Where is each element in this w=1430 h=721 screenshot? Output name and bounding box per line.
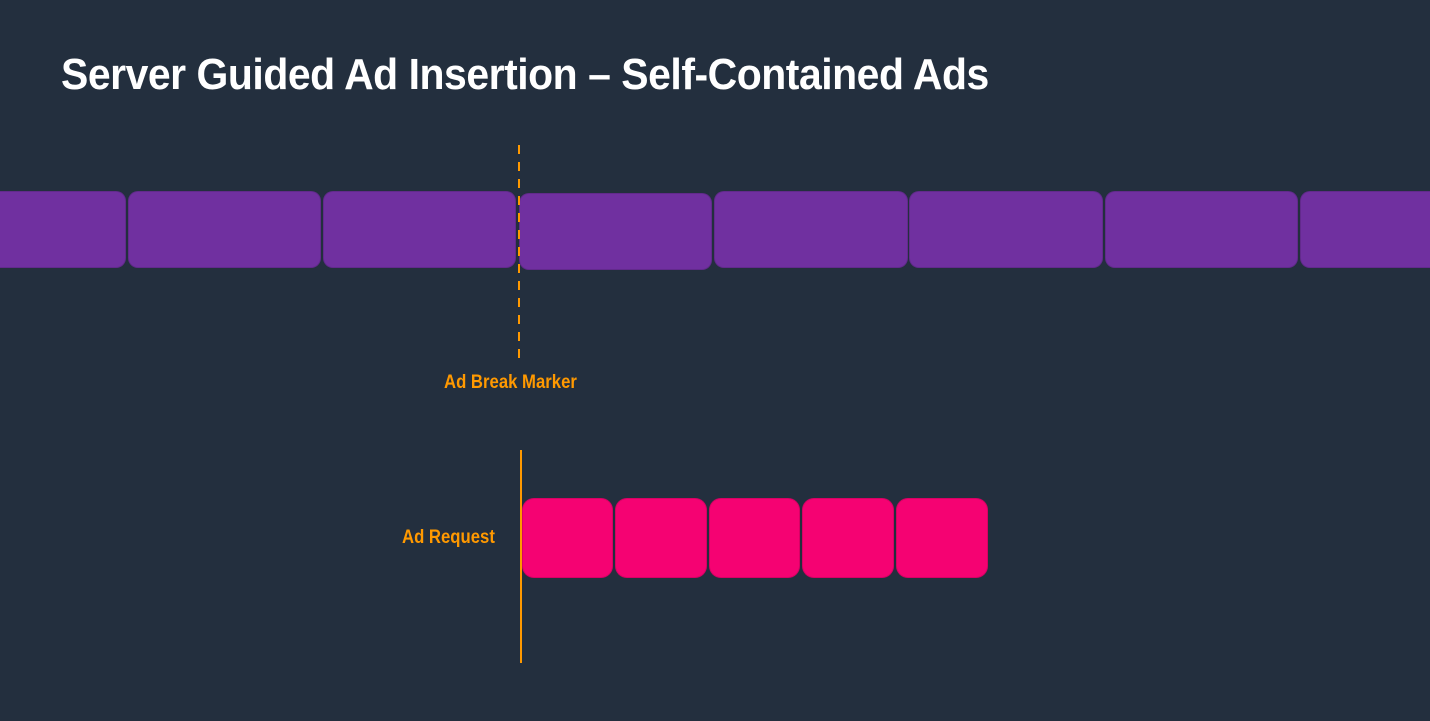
ad-segment [522, 498, 613, 578]
content-segment [0, 191, 126, 268]
content-segment [714, 191, 908, 268]
content-segment [519, 193, 712, 270]
slide-title: Server Guided Ad Insertion – Self-Contai… [61, 50, 989, 99]
ad-break-marker-line [518, 145, 520, 360]
ad-segment [896, 498, 988, 578]
content-segment [323, 191, 516, 268]
content-segment [909, 191, 1103, 268]
content-segment [1300, 191, 1430, 268]
content-segment [128, 191, 321, 268]
content-segment [1105, 191, 1298, 268]
ad-segment [615, 498, 707, 578]
ad-request-line [520, 450, 522, 663]
ad-segment [802, 498, 894, 578]
ad-request-label: Ad Request [402, 527, 495, 548]
ad-break-marker-label: Ad Break Marker [444, 372, 577, 393]
ad-segment [709, 498, 800, 578]
